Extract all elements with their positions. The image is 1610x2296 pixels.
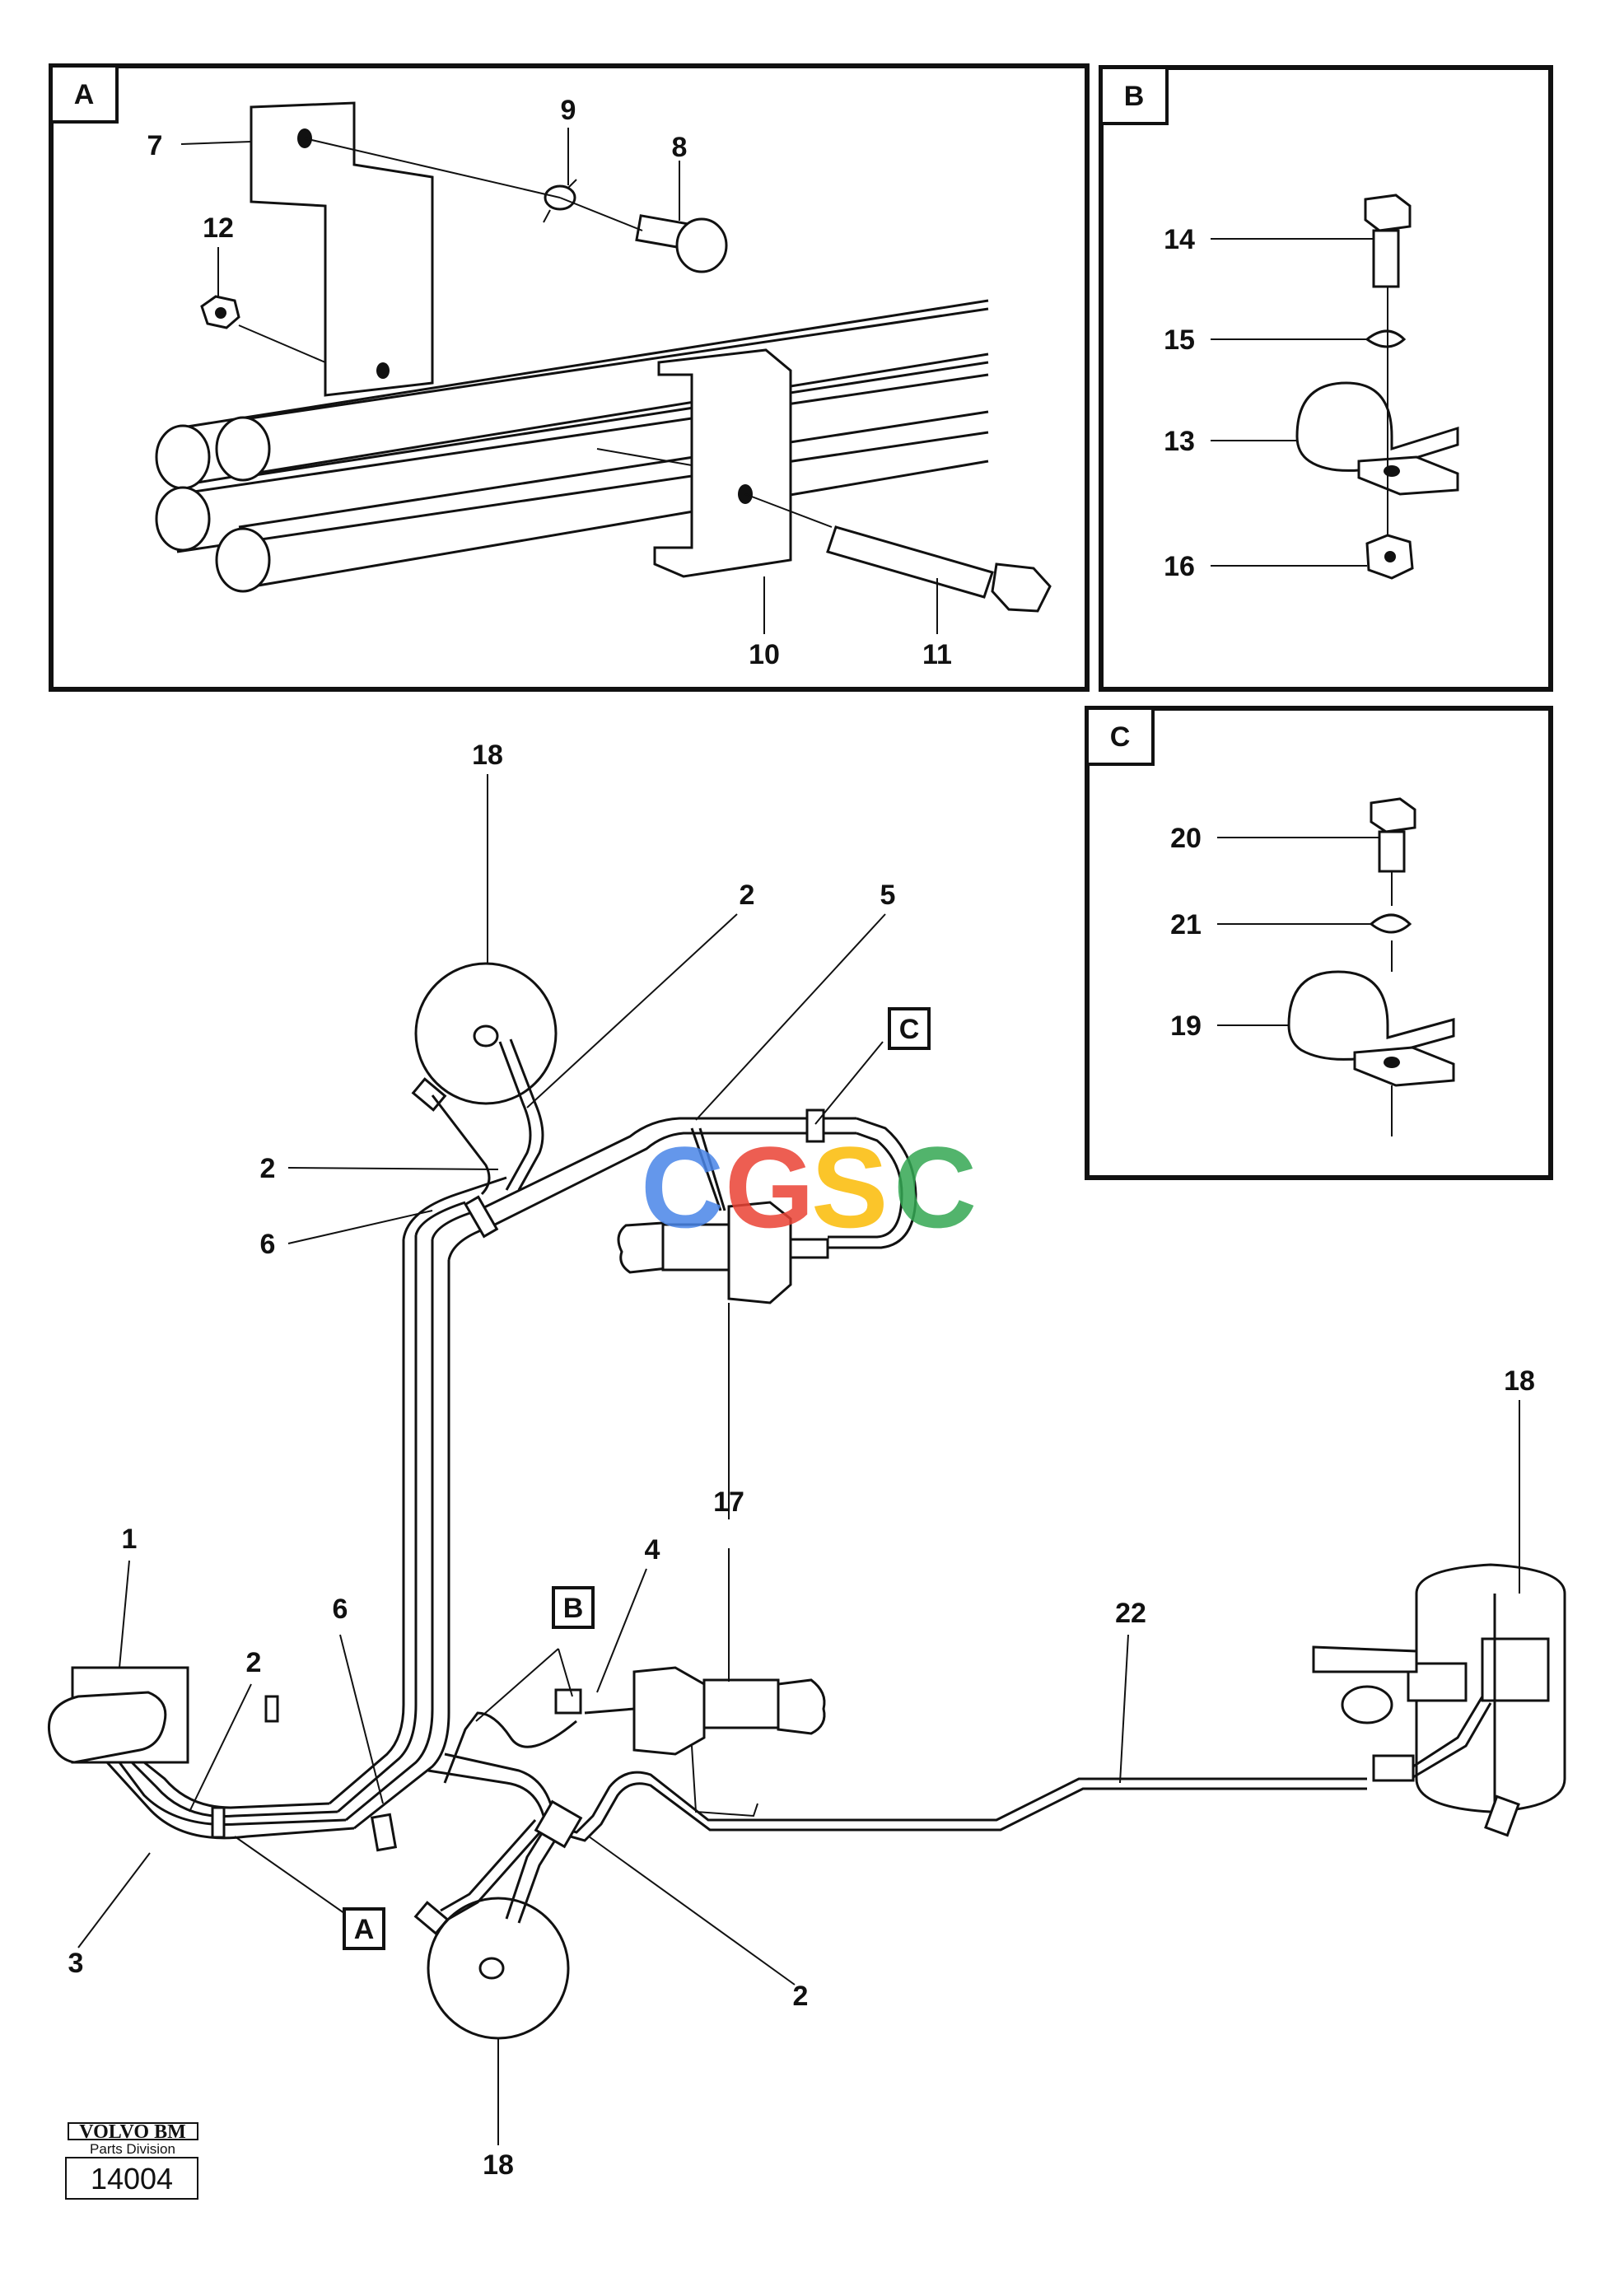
ref-box-c: C <box>888 1007 931 1050</box>
panel-b-frame <box>1099 65 1553 692</box>
brand-name: VOLVO BM <box>79 2121 186 2143</box>
ref-box-b: B <box>552 1586 595 1629</box>
callout-19: 19 <box>1170 1010 1202 1042</box>
brake-lines <box>105 1038 1492 1924</box>
clamp-13 <box>1295 381 1459 496</box>
callout-3: 3 <box>68 1948 84 1979</box>
watermark: C G S C <box>641 1122 977 1252</box>
callout-20: 20 <box>1170 823 1202 854</box>
callout-12: 12 <box>203 212 234 244</box>
callout-18-right: 18 <box>1504 1365 1535 1397</box>
callout-11: 11 <box>922 639 952 670</box>
callout-18-bottom: 18 <box>483 2149 514 2181</box>
main-leaders <box>77 774 1520 2145</box>
watermark-letter-1: C <box>641 1122 724 1252</box>
brake-chamber-bottom <box>413 1897 570 2040</box>
brake-chamber-top <box>411 962 558 1112</box>
washer-9 <box>543 179 577 223</box>
callout-17: 17 <box>713 1486 744 1518</box>
panel-b-tag-box <box>1099 66 1169 125</box>
brake-valve-1 <box>47 1666 189 1764</box>
panel-c-leaders <box>1217 837 1379 1026</box>
callout-2-mid: 2 <box>246 1647 262 1678</box>
bolt-11 <box>826 525 1052 613</box>
nut-12 <box>200 295 240 329</box>
callout-7: 7 <box>147 130 163 161</box>
watermark-letter-2: G <box>725 1122 814 1252</box>
callout-6-upper: 6 <box>260 1229 276 1260</box>
panel-a-tag: A <box>74 79 95 110</box>
watermark-letter-4: C <box>894 1122 977 1252</box>
panel-a-tag-box <box>49 64 119 124</box>
callout-9: 9 <box>561 95 576 126</box>
washer-15 <box>1365 329 1407 348</box>
brand-division: Parts Division <box>90 2141 175 2157</box>
callout-18-top: 18 <box>472 740 503 771</box>
callout-10: 10 <box>749 639 780 670</box>
air-tank-right <box>1312 1563 1566 1837</box>
panel-c-frame <box>1085 706 1553 1180</box>
callout-6-lower: 6 <box>333 1594 348 1625</box>
callout-22: 22 <box>1115 1598 1146 1629</box>
bracket-10 <box>653 348 792 578</box>
panel-a-frame <box>49 63 1090 692</box>
callout-15: 15 <box>1164 324 1195 356</box>
pipe-bundle <box>155 299 989 593</box>
washer-21 <box>1369 913 1412 934</box>
nut-16 <box>1365 534 1414 580</box>
callout-2-left: 2 <box>260 1153 276 1184</box>
callout-8: 8 <box>672 132 688 163</box>
bolt-8 <box>635 214 728 273</box>
panel-c-tag-box <box>1085 707 1155 766</box>
callout-13: 13 <box>1164 426 1195 457</box>
callout-4: 4 <box>645 1534 660 1566</box>
callout-2-bottom: 2 <box>793 1981 809 2012</box>
bolt-20 <box>1370 797 1416 873</box>
clamp-19 <box>1287 970 1455 1087</box>
detail-panel-b: B 14 15 13 16 <box>1099 65 1553 692</box>
volvo-bm-stamp: VOLVO BM Parts Division 14004 <box>65 2121 198 2200</box>
svg-text:B: B <box>563 1593 584 1624</box>
callout-1: 1 <box>122 1524 138 1555</box>
figure-number: 14004 <box>91 2162 173 2196</box>
detail-panel-c: C 20 21 19 <box>1085 706 1553 1180</box>
callout-16: 16 <box>1164 551 1195 582</box>
watermark-letter-3: S <box>811 1122 888 1252</box>
panel-c-tag: C <box>1110 721 1131 753</box>
callout-5: 5 <box>880 880 896 911</box>
brake-cylinder-lower <box>632 1666 826 1818</box>
bolt-14 <box>1364 194 1412 288</box>
panel-a-leaders <box>180 128 938 634</box>
panel-b-leaders <box>1211 238 1374 567</box>
ref-box-a: A <box>343 1907 385 1950</box>
bracket-7 <box>250 101 434 397</box>
detail-panel-a: A <box>49 63 1090 692</box>
callout-2-top: 2 <box>740 880 755 911</box>
svg-text:A: A <box>354 1914 375 1945</box>
callout-14: 14 <box>1164 224 1195 255</box>
panel-b-tag: B <box>1124 81 1145 112</box>
callout-21: 21 <box>1170 909 1202 940</box>
brake-cylinder-top <box>617 1127 829 1304</box>
svg-text:C: C <box>899 1014 920 1045</box>
main-assembly: C B A 18 2 5 2 6 18 17 1 4 6 2 22 3 2 18 <box>47 740 1566 2181</box>
